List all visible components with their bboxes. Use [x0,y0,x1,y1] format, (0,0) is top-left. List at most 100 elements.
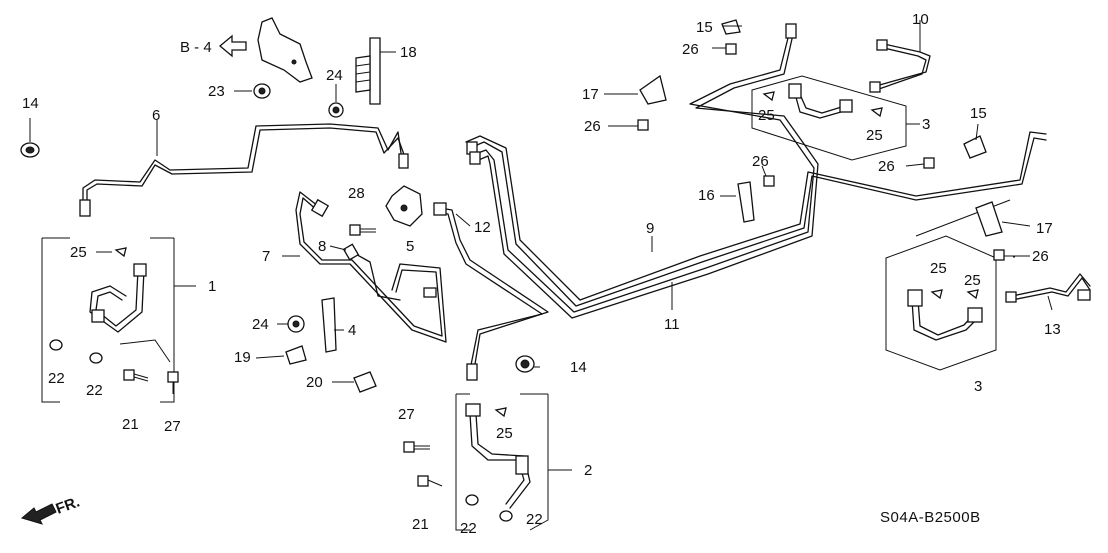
callout-24-top: 24 [326,67,343,84]
callout-25-f: 25 [964,272,981,289]
callout-10: 10 [912,11,929,28]
callout-3-lower: 3 [974,378,982,395]
front-marker-label: FR. [54,494,83,518]
callout-2: 2 [584,462,592,479]
bracket-17-top [639,74,667,105]
brake-pipe-10 [869,39,931,93]
callout-27-left: 27 [164,418,181,435]
callout-25-e: 25 [930,260,947,277]
brake-pipe-12 [433,202,549,381]
callout-26-c: 26 [752,153,769,170]
callout-18: 18 [400,44,417,61]
callout-26-b: 26 [584,118,601,135]
callout-7: 7 [262,248,270,265]
brake-pipe-8 [342,243,437,301]
bracket-17-right [975,201,1003,237]
proportioning-valve-5 [385,185,423,227]
front-direction-arrow [20,503,57,525]
callout-26-d: 26 [878,158,895,175]
callout-11: 11 [664,316,680,333]
callout-14-mid: 14 [570,359,587,376]
leader-lines [29,20,1053,383]
callout-22-c: 22 [460,520,477,537]
clip-15-top [721,19,741,35]
callout-3-upper: 3 [922,116,930,133]
reference-arrow-b4 [218,34,247,58]
callout-12: 12 [474,219,491,236]
bolt-28 [349,224,376,236]
clip-25-group [114,91,979,418]
bolt-21-mid [417,475,443,487]
clip-19 [285,345,307,365]
bracket-4 [321,297,337,353]
assembly-1-box [41,237,196,403]
clip-20 [353,371,377,393]
callout-27-mid: 27 [398,406,415,423]
assembly-2-box [455,393,572,531]
grommet-14-mid [515,355,535,373]
washer-22-b [89,352,103,364]
brake-pipe-7 [295,191,447,343]
brake-pipe-13 [1005,273,1091,303]
bolt-26-b [637,119,649,131]
callout-22-b: 22 [86,382,103,399]
assembly-3-box-lower [885,199,1011,371]
brake-pipe-9 [465,131,1047,307]
brake-hose-1 [89,263,147,333]
callout-8: 8 [318,238,326,255]
grommet-24-mid [287,315,305,333]
callout-19: 19 [234,349,251,366]
callout-23: 23 [208,83,225,100]
bolt-21-left [123,369,149,382]
callout-16: 16 [698,187,715,204]
ref-arrow-label: B - 4 [180,39,212,56]
callout-24-mid: 24 [252,316,269,333]
callout-26-a: 26 [682,41,699,58]
callout-25-b: 25 [496,425,513,442]
washer-22-c [465,494,479,506]
bolt-27-mid [403,441,430,453]
callout-20: 20 [306,374,323,391]
brake-hose-3-upper [788,83,853,119]
assembly-3-box-upper [751,75,920,161]
washer-22-a [49,339,63,351]
bolt-26-d [923,157,935,169]
grommet-14-left [20,142,40,158]
bracket-b4 [257,17,313,83]
brake-hose-2 [465,403,531,509]
callout-14-left: 14 [22,95,39,112]
callout-22-d: 22 [526,511,543,528]
callout-5: 5 [406,238,414,255]
brake-pipe-11 [466,23,819,319]
callout-15-top: 15 [696,19,713,36]
callout-21-mid: 21 [412,516,429,533]
grommet-23 [253,83,271,99]
callout-26-e: 26 [1032,248,1049,265]
callout-1: 1 [208,278,216,295]
grommet-24-top [328,102,344,118]
brake-pipe-6 [79,123,409,217]
clip-18 [355,37,381,105]
brake-hose-3-lower [907,289,983,341]
callout-17-right: 17 [1036,220,1053,237]
washer-22-d [499,510,513,522]
callout-4: 4 [348,322,356,339]
callout-9: 9 [646,220,654,237]
callout-15-right: 15 [970,105,987,122]
bolt-27-left [167,371,179,394]
bolt-26-c [763,175,775,187]
bolt-26-e [993,249,1005,261]
callout-25-d: 25 [866,127,883,144]
bolt-26-a [725,43,737,55]
clip-15-right [963,135,987,159]
bracket-16 [737,181,755,223]
callout-21-left: 21 [122,416,139,433]
diagram-code: S04A-B2500B [880,509,981,526]
callout-25-a: 25 [70,244,87,261]
callout-28: 28 [348,185,365,202]
callout-6: 6 [152,107,160,124]
callout-13: 13 [1044,321,1061,338]
callout-22-a: 22 [48,370,65,387]
